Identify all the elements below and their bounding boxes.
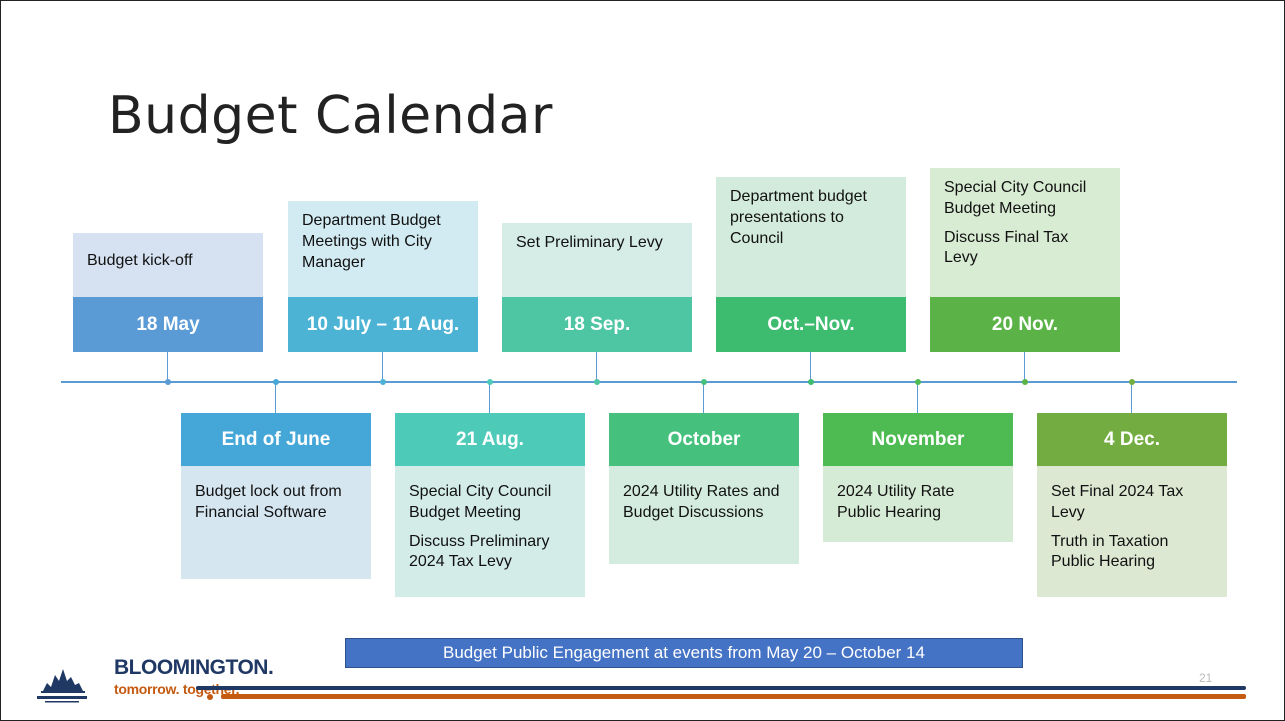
bottom-event-description-line: Budget lock out from Financial Software xyxy=(195,483,342,521)
footer-bar-orange xyxy=(221,694,1246,699)
bottom-event-description-line: Set Final 2024 Tax Levy xyxy=(1051,483,1184,521)
top-event-connector xyxy=(167,352,168,382)
bottom-event-description-line: Truth in Taxation Public Hearing xyxy=(1051,532,1169,571)
engagement-banner: Budget Public Engagement at events from … xyxy=(345,638,1023,668)
slide-title: Budget Calendar xyxy=(108,86,553,146)
top-event-description-line: Department budget presentations to Counc… xyxy=(730,188,867,247)
top-event-dot xyxy=(594,379,600,385)
bottom-event-connector xyxy=(275,382,276,413)
top-event-date-label: Oct.–Nov. xyxy=(716,297,906,352)
bottom-event-connector xyxy=(703,382,704,413)
top-event-connector xyxy=(596,352,597,382)
bottom-event-connector xyxy=(1131,382,1132,413)
top-event-dot xyxy=(808,379,814,385)
page-number: 21 xyxy=(1199,671,1213,685)
top-event-description: Department budget presentations to Counc… xyxy=(716,177,906,297)
top-event-date-label: 18 May xyxy=(73,297,263,352)
top-event-description-line: Set Preliminary Levy xyxy=(516,234,663,251)
footer-bar-navy xyxy=(196,686,1246,690)
bottom-event-description: 2024 Utility Rates and Budget Discussion… xyxy=(609,466,799,564)
bottom-event-date-label: October xyxy=(609,413,799,466)
top-event-description: Department Budget Meetings with City Man… xyxy=(288,201,478,297)
bottom-event-dot xyxy=(701,379,707,385)
bottom-event-dot xyxy=(915,379,921,385)
top-event-dot xyxy=(1022,379,1028,385)
bottom-event-description-line: 2024 Utility Rates and Budget Discussion… xyxy=(623,483,780,521)
bottom-event-dot xyxy=(487,379,493,385)
bottom-event-date-label: 4 Dec. xyxy=(1037,413,1227,466)
bottom-event-description-line: Special City Council Budget Meeting xyxy=(409,483,552,521)
bottom-event-description-line: 2024 Utility Rate Public Hearing xyxy=(837,483,955,521)
top-event-description-line: Discuss Final Tax Levy xyxy=(944,228,1069,267)
top-event-dot xyxy=(380,379,386,385)
top-event-description-line: Department Budget Meetings with City Man… xyxy=(302,212,441,271)
top-event-connector xyxy=(1024,352,1025,382)
top-event-description: Budget kick-off xyxy=(73,233,263,297)
bottom-event-description: 2024 Utility Rate Public Hearing xyxy=(823,466,1013,542)
top-event-connector xyxy=(810,352,811,382)
bottom-event-description-line: Discuss Preliminary 2024 Tax Levy xyxy=(409,532,550,571)
bloomington-logo-icon xyxy=(37,669,87,703)
bottom-event-connector xyxy=(917,382,918,413)
bottom-event-date-label: 21 Aug. xyxy=(395,413,585,466)
tagline-tomorrow: tomorrow. xyxy=(114,681,180,697)
timeline-axis xyxy=(61,381,1237,383)
bottom-event-dot xyxy=(273,379,279,385)
top-event-description-line: Budget kick-off xyxy=(87,251,193,269)
footer-bar-dot xyxy=(207,694,213,700)
top-event-connector xyxy=(382,352,383,382)
top-event-date-label: 20 Nov. xyxy=(930,297,1120,352)
footer-brand: BLOOMINGTON. xyxy=(114,656,274,679)
bottom-event-description: Budget lock out from Financial Software xyxy=(181,466,371,579)
top-event-description-line: Special City Council Budget Meeting xyxy=(944,179,1087,217)
top-event-dot xyxy=(165,379,171,385)
bottom-event-connector xyxy=(489,382,490,413)
bottom-event-dot xyxy=(1129,379,1135,385)
top-event-date-label: 10 July – 11 Aug. xyxy=(288,297,478,352)
top-event-description: Set Preliminary Levy xyxy=(502,223,692,297)
bottom-event-date-label: November xyxy=(823,413,1013,466)
top-event-date-label: 18 Sep. xyxy=(502,297,692,352)
bottom-event-date-label: End of June xyxy=(181,413,371,466)
